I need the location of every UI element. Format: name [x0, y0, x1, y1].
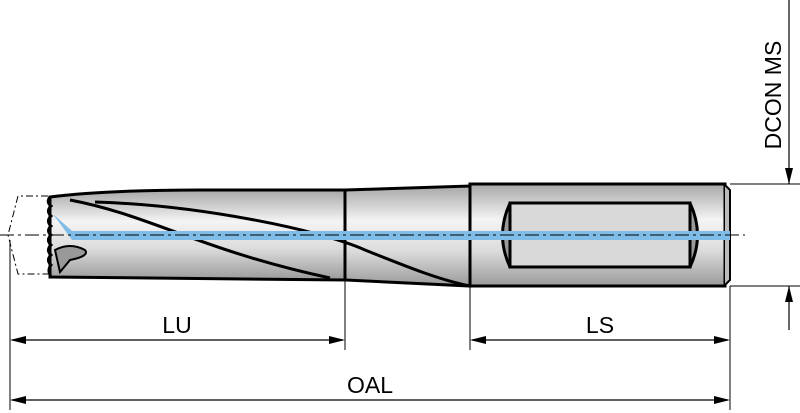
dcon-dimension-line — [785, 0, 793, 330]
lu-label: LU — [162, 312, 191, 338]
tip-spur — [53, 245, 87, 275]
ls-dimension-line — [470, 336, 730, 344]
oal-dimension-line — [10, 396, 730, 404]
ls-label: LS — [586, 312, 614, 338]
flute-helix — [94, 200, 471, 288]
lu-dimension-line — [10, 336, 345, 344]
oal-label: OAL — [347, 372, 393, 398]
extension-lines — [9, 183, 800, 410]
dcon-ms-label: DCON MS — [760, 41, 786, 150]
